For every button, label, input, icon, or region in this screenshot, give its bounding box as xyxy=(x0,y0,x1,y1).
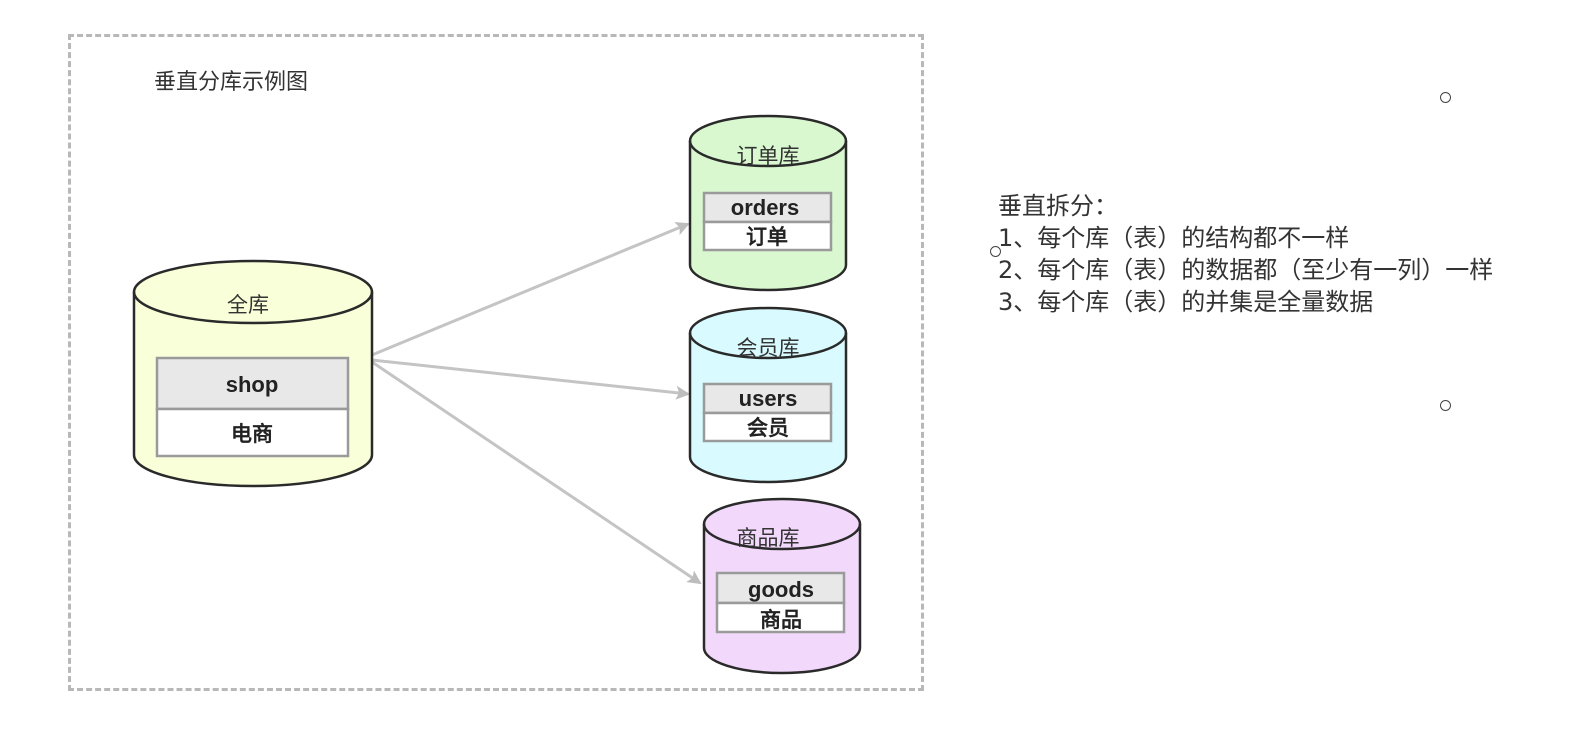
notes-point-3: 3、每个库（表）的并集是全量数据 xyxy=(998,288,1374,316)
goods-table-name: goods xyxy=(748,577,814,602)
users-table-desc: 会员 xyxy=(747,416,789,440)
users-table-body xyxy=(702,411,833,443)
goods-table-header xyxy=(715,571,846,605)
source-table-desc: 电商 xyxy=(231,422,273,446)
source-table-header xyxy=(155,356,350,411)
arrow-to-orders-db xyxy=(371,222,690,357)
selection-handle-left-icon[interactable] xyxy=(990,246,1001,257)
source-db-label: 全库 xyxy=(227,293,269,317)
source-table-body xyxy=(155,407,350,458)
notes-point-1: 1、每个库（表）的结构都不一样 xyxy=(998,224,1350,252)
goods-table-desc: 商品 xyxy=(760,608,802,632)
notes-block: 垂直拆分： 1、每个库（表）的结构都不一样 2、每个库（表）的数据都（至少有一列… xyxy=(998,190,1493,318)
notes-heading: 垂直拆分： xyxy=(998,192,1118,220)
selection-handle-top-icon[interactable] xyxy=(1440,92,1451,103)
orders-table-desc: 订单 xyxy=(746,225,788,249)
users-db-label: 会员库 xyxy=(737,336,800,360)
selection-handle-bottom-icon[interactable] xyxy=(1440,400,1451,411)
source-db-top-rim xyxy=(132,291,374,325)
users-db-cylinder: 会员库 users 会员 xyxy=(688,306,848,484)
orders-table-name: orders xyxy=(731,195,799,220)
users-table-header xyxy=(702,382,833,415)
arrow-to-goods-db xyxy=(371,360,702,585)
orders-db-top-rim xyxy=(688,140,848,168)
goods-db-cylinder: 商品库 goods 商品 xyxy=(702,497,862,675)
goods-db-top-rim xyxy=(702,523,862,551)
diagram-frame xyxy=(68,34,924,691)
orders-table-body xyxy=(702,220,833,252)
users-db-top-rim xyxy=(688,332,848,360)
orders-db-cylinder: 订单库 orders 订单 xyxy=(688,114,848,292)
goods-db-label: 商品库 xyxy=(737,526,800,550)
arrow-to-users-db xyxy=(371,358,690,400)
source-db-cylinder: 全库 shop 电商 xyxy=(132,259,374,488)
diagram-title: 垂直分库示例图 xyxy=(154,70,309,95)
source-table-name: shop xyxy=(226,372,279,397)
notes-point-2: 2、每个库（表）的数据都（至少有一列）一样 xyxy=(998,256,1494,284)
orders-db-label: 订单库 xyxy=(737,144,800,168)
goods-table-body xyxy=(715,601,846,634)
users-table-name: users xyxy=(739,386,798,411)
